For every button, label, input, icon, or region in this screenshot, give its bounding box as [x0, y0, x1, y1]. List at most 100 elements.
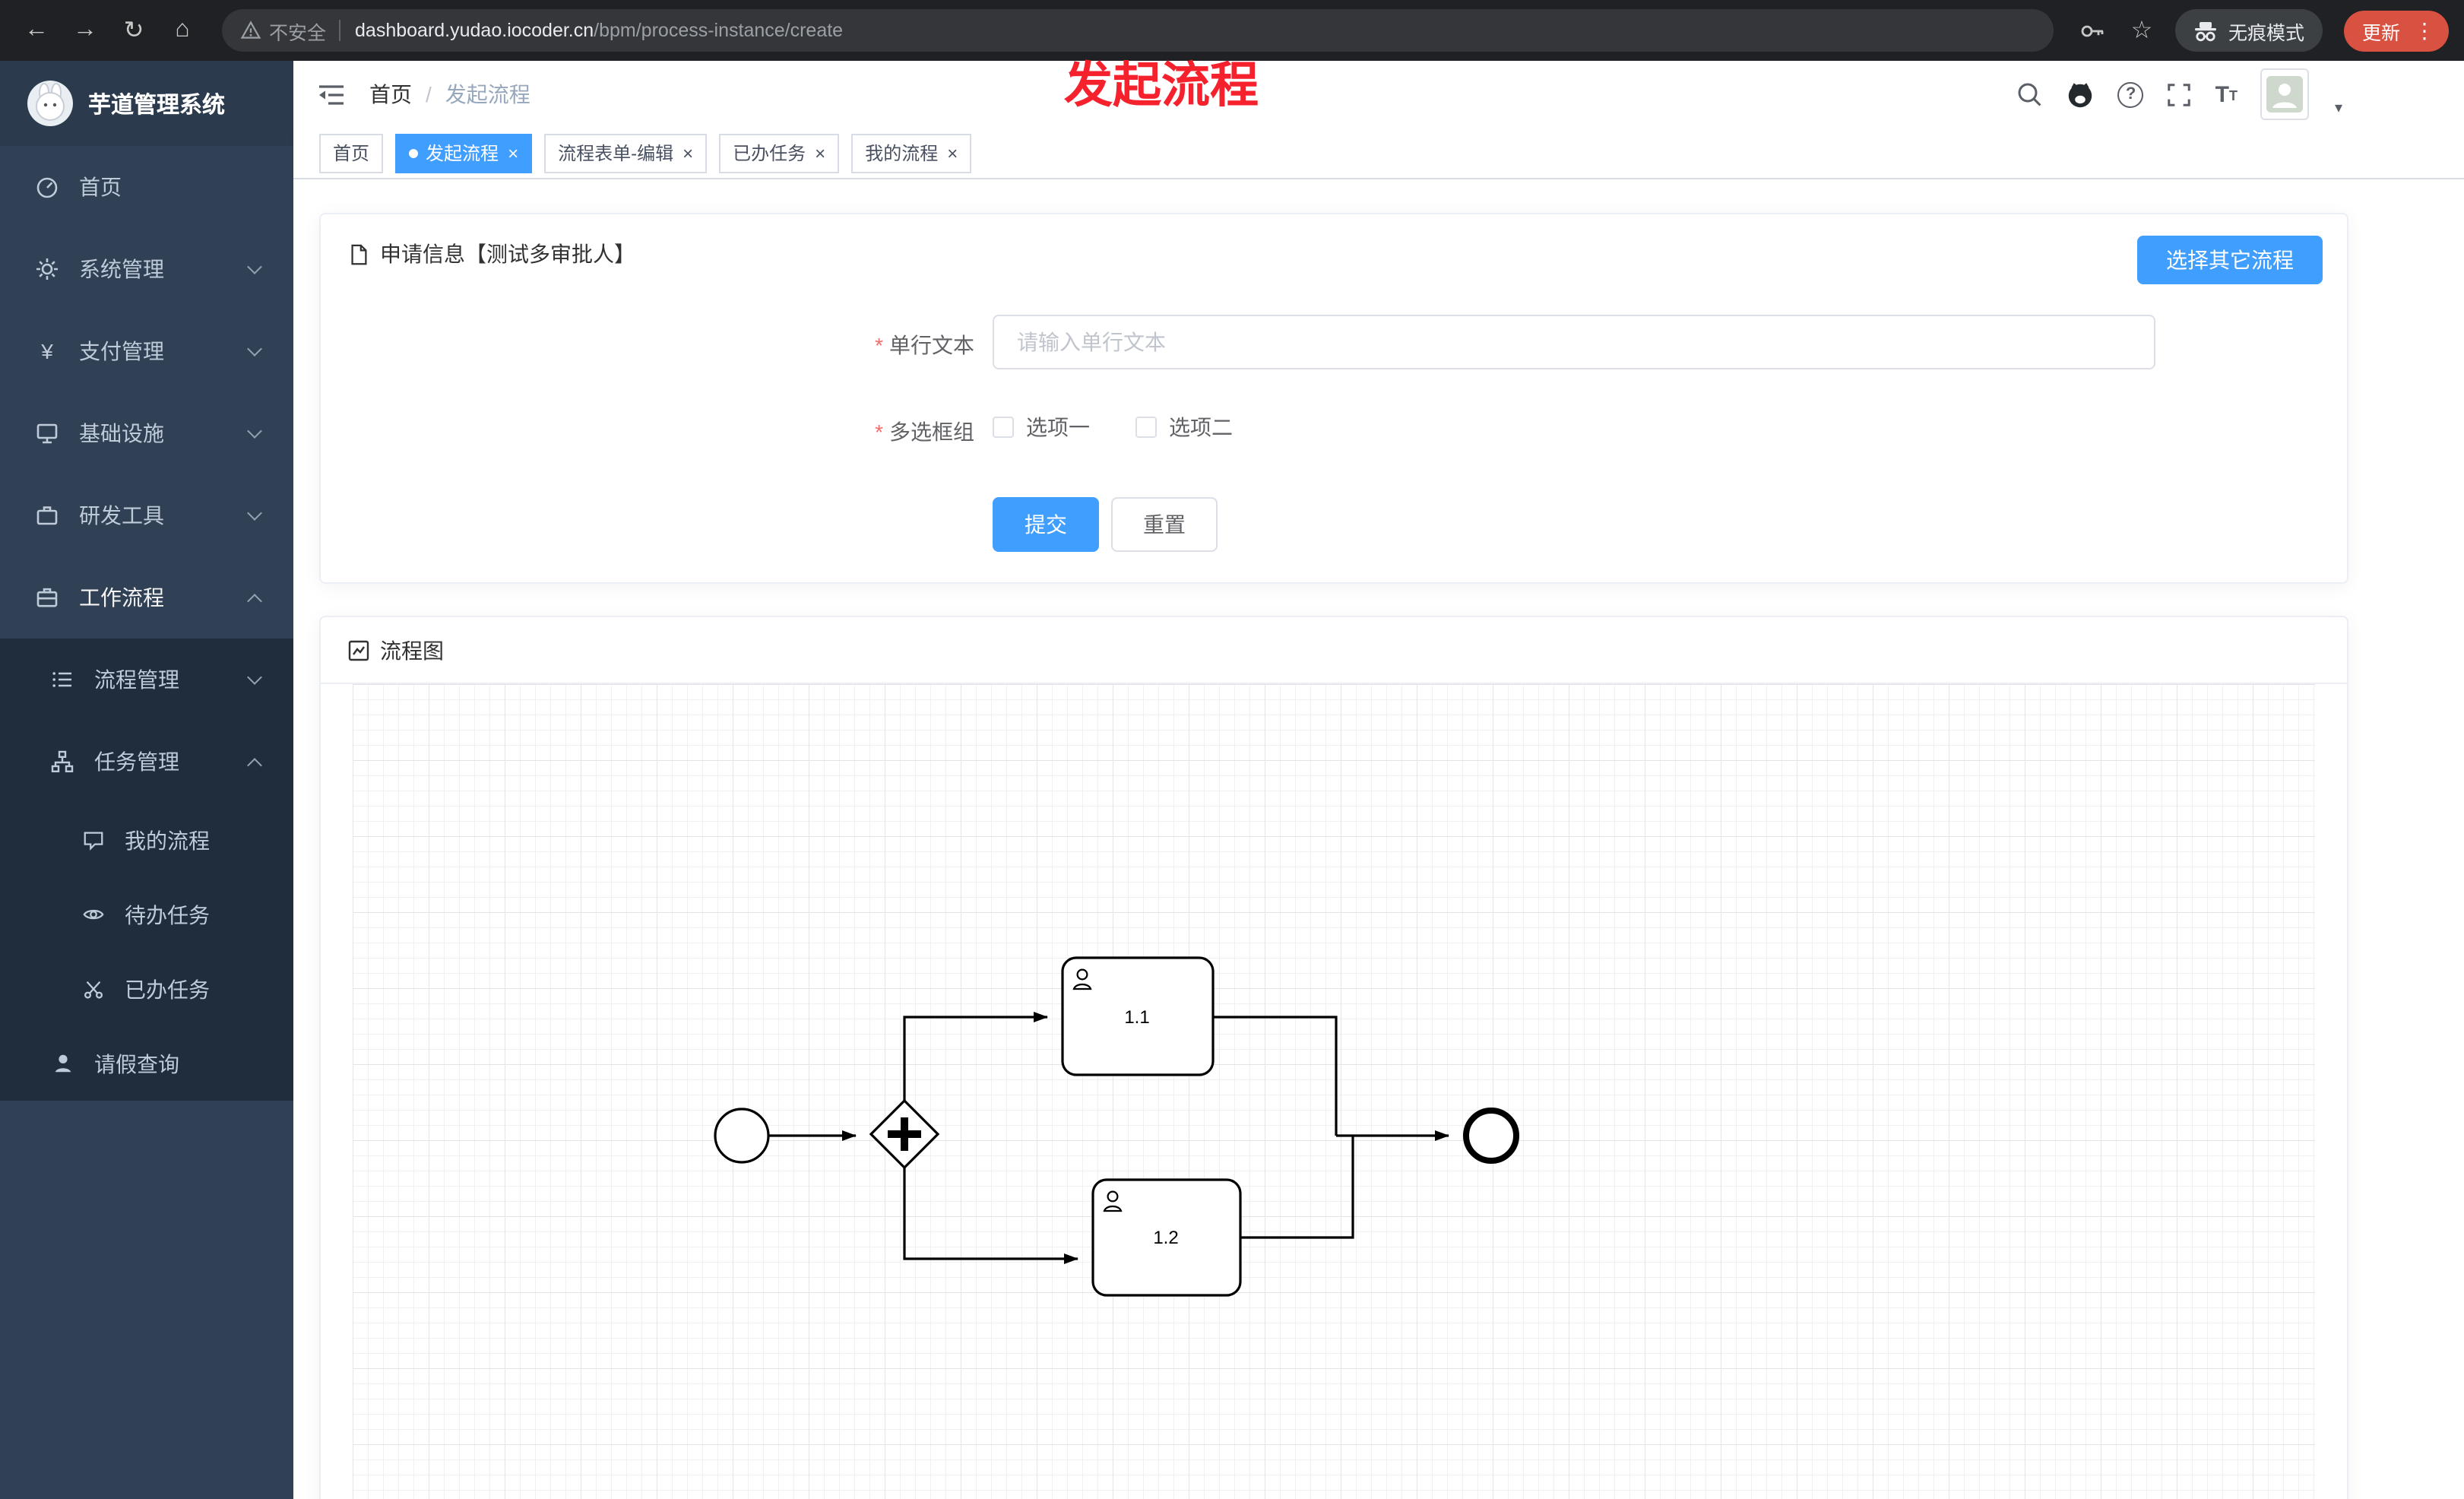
card-title: 流程图 — [380, 638, 444, 662]
close-icon[interactable]: × — [815, 142, 826, 163]
eye-icon — [76, 903, 109, 926]
checkbox-group-label: *多选框组 — [875, 420, 974, 444]
dashboard-icon — [30, 175, 64, 199]
sidebar-item-home[interactable]: 首页 — [0, 146, 293, 228]
breadcrumb-home[interactable]: 首页 — [369, 82, 412, 106]
active-dot — [409, 148, 419, 157]
sidebar-item-my-process[interactable]: 我的流程 — [0, 803, 293, 877]
flow-task1-out — [1213, 1016, 1338, 1136]
logo[interactable]: 芋道管理系统 — [0, 61, 293, 146]
checkbox-icon[interactable] — [1135, 417, 1157, 438]
security-label[interactable]: 不安全 — [269, 22, 327, 43]
reload-icon[interactable]: ↻ — [123, 18, 144, 44]
close-icon[interactable]: × — [508, 142, 519, 163]
sidebar-item-label: 我的流程 — [125, 828, 210, 852]
reset-button[interactable]: 重置 — [1111, 497, 1218, 552]
close-icon[interactable]: × — [683, 142, 694, 163]
card-title: 申请信息【测试多审批人】 — [380, 242, 635, 266]
tab-process-form-edit[interactable]: 流程表单-编辑 × — [544, 133, 708, 173]
flowchart-icon — [348, 639, 369, 661]
checkbox-option-2[interactable]: 选项二 — [1135, 412, 1233, 442]
chevron-down-icon — [247, 423, 262, 439]
person-icon — [46, 1052, 79, 1075]
bpmn-canvas: 1.1 1.2 — [353, 684, 2315, 1499]
browser-menu-icon[interactable]: ⋮ — [2414, 17, 2435, 42]
avatar-caret-icon[interactable]: ▾ — [2334, 100, 2342, 117]
process-diagram-card: 流程图 — [319, 616, 2348, 1499]
required-mark: * — [875, 420, 883, 444]
tab-done-tasks[interactable]: 已办任务 × — [719, 133, 840, 173]
card-header: 申请信息【测试多审批人】 — [321, 214, 2347, 293]
search-icon[interactable] — [2016, 81, 2044, 108]
sidebar-item-system[interactable]: 系统管理 — [0, 228, 293, 310]
bookmark-star-icon[interactable]: ☆ — [2130, 18, 2153, 44]
bpmn-diagram: 1.1 1.2 — [353, 684, 2315, 1499]
incognito-label: 无痕模式 — [2228, 22, 2304, 43]
user-task-1 — [1061, 956, 1215, 1076]
chevron-down-icon — [247, 505, 262, 521]
sidebar-item-process-mgmt[interactable]: 流程管理 — [0, 639, 293, 721]
sidebar-item-label: 首页 — [79, 175, 122, 199]
gear-icon — [30, 257, 64, 281]
toolbox-icon — [30, 503, 64, 528]
home-icon[interactable]: ⌂ — [175, 17, 190, 43]
grid-background — [353, 684, 2315, 1499]
user-task-2 — [1091, 1178, 1242, 1297]
update-label: 更新 — [2361, 22, 2400, 43]
key-icon[interactable] — [2072, 9, 2114, 52]
start-event — [714, 1108, 770, 1164]
chevron-up-icon — [247, 758, 262, 773]
plus-icon — [888, 1117, 921, 1151]
sidebar-item-todo-tasks[interactable]: 待办任务 — [0, 877, 293, 952]
sidebar-collapse-icon[interactable] — [318, 83, 345, 106]
user-icon — [1103, 1190, 1123, 1212]
help-icon[interactable]: ? — [2117, 81, 2144, 107]
sidebar-item-workflow[interactable]: 工作流程 — [0, 556, 293, 639]
fullscreen-icon[interactable] — [2167, 81, 2193, 107]
workflow-submenu: 流程管理 任务管理 我的流程 — [0, 639, 293, 1101]
select-other-process-button[interactable]: 选择其它流程 — [2137, 236, 2323, 284]
chat-bubble-icon — [76, 829, 109, 851]
sidebar-item-payment[interactable]: ¥ 支付管理 — [0, 310, 293, 392]
chevron-down-icon — [247, 341, 262, 357]
chevron-down-icon — [247, 670, 262, 685]
update-button[interactable]: 更新 ⋮ — [2343, 10, 2449, 51]
tab-home[interactable]: 首页 — [319, 133, 384, 173]
sidebar-item-label: 系统管理 — [79, 257, 164, 281]
breadcrumb-separator: / — [426, 82, 432, 106]
sidebar-item-done-tasks[interactable]: 已办任务 — [0, 952, 293, 1026]
sidebar-item-task-mgmt[interactable]: 任务管理 — [0, 721, 293, 803]
required-mark: * — [875, 333, 883, 357]
checkbox-icon[interactable] — [993, 417, 1014, 438]
warning-icon — [240, 20, 261, 41]
github-icon[interactable] — [2067, 80, 2095, 109]
omnibox-divider — [338, 20, 340, 41]
checkbox-group: 选项一 选项二 — [993, 412, 1233, 442]
scissors-icon — [76, 978, 109, 1000]
text-field-label: *单行文本 — [875, 333, 974, 357]
back-icon[interactable]: ← — [24, 17, 49, 43]
sidebar-item-infrastructure[interactable]: 基础设施 — [0, 392, 293, 474]
app-title: 芋道管理系统 — [88, 92, 226, 118]
end-event — [1463, 1108, 1519, 1164]
tab-my-process[interactable]: 我的流程 × — [851, 133, 972, 173]
incognito-icon — [2193, 19, 2218, 42]
forward-icon[interactable]: → — [73, 17, 97, 43]
close-icon[interactable]: × — [947, 142, 958, 163]
flow-gateway-to-task2 — [903, 1168, 1078, 1264]
sidebar-item-devtools[interactable]: 研发工具 — [0, 474, 293, 556]
user-avatar[interactable] — [2260, 68, 2309, 120]
sidebar-item-leave-query[interactable]: 请假查询 — [0, 1026, 293, 1101]
logo-avatar — [27, 81, 73, 126]
single-line-text-input[interactable] — [993, 315, 2155, 369]
list-icon — [46, 667, 79, 692]
address-bar[interactable]: 不安全 dashboard.yudao.iocoder.cn /bpm/proc… — [222, 9, 2054, 52]
checkbox-option-1[interactable]: 选项一 — [993, 412, 1090, 442]
url-domain: dashboard.yudao.iocoder.cn — [355, 20, 594, 41]
tab-start-process[interactable]: 发起流程 × — [395, 133, 533, 173]
sidebar-item-label: 工作流程 — [79, 585, 164, 610]
browser-chrome: ← → ↻ ⌂ 不安全 dashboard.yudao.iocoder.cn /… — [0, 0, 2464, 61]
submit-button[interactable]: 提交 — [993, 497, 1099, 552]
sidebar-item-label: 任务管理 — [94, 750, 179, 774]
